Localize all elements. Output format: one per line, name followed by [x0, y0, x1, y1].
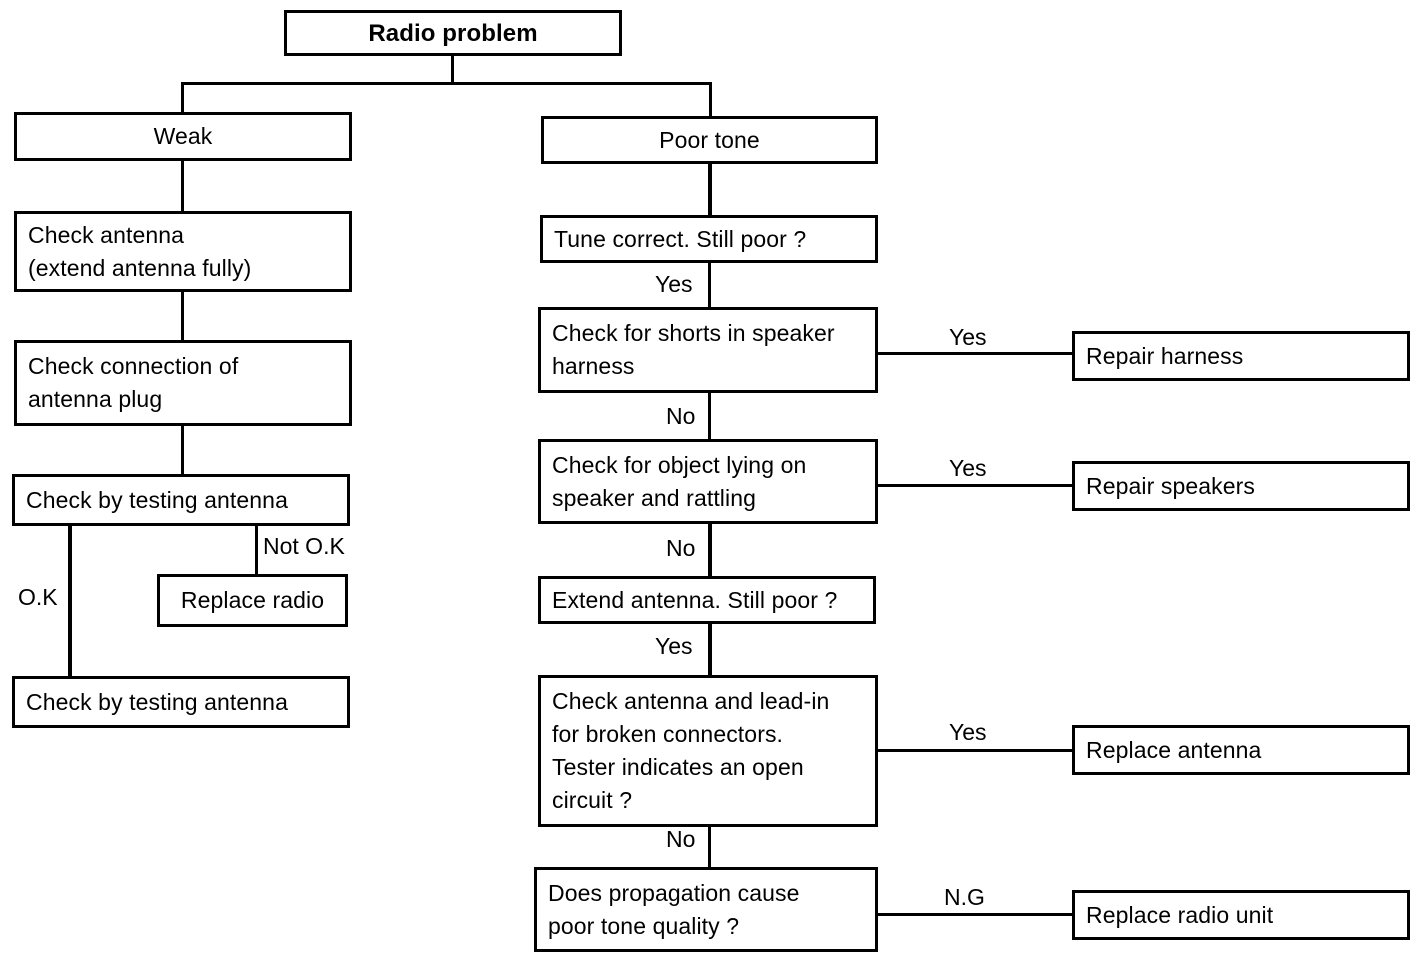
node-check-antenna-line2: (extend antenna fully) [28, 254, 252, 281]
edge-weak-to-check-antenna [181, 161, 184, 212]
node-extend-antenna-label: Extend antenna. Still poor ? [552, 586, 838, 613]
node-check-leadin-line2: for broken connectors. [552, 721, 784, 747]
node-propagation[interactable]: Does propagation cause poor tone quality… [534, 867, 878, 952]
node-replace-antenna-label: Replace antenna [1086, 736, 1262, 763]
node-check-testing-antenna-2-label: Check by testing antenna [26, 688, 288, 715]
edge-label-no-leadin: No [666, 826, 696, 852]
node-replace-antenna[interactable]: Replace antenna [1072, 725, 1410, 775]
node-poor-tone-label: Poor tone [659, 126, 760, 153]
edge-label-no-object: No [666, 535, 696, 561]
node-check-antenna[interactable]: Check antenna (extend antenna fully) [14, 211, 352, 292]
node-check-shorts-line2: harness [552, 353, 635, 379]
node-check-testing-antenna-1-label: Check by testing antenna [26, 486, 288, 513]
node-replace-radio-label: Replace radio [180, 587, 325, 613]
edge-label-yes-extend: Yes [655, 633, 693, 659]
edge-ok-branch [68, 524, 72, 678]
node-propagation-line1: Does propagation cause [548, 879, 800, 906]
edge-label-yes-leadin: Yes [949, 719, 987, 745]
node-tune-correct[interactable]: Tune correct. Still poor ? [540, 215, 878, 263]
edge-check-object-to-repair-speakers [876, 484, 1074, 487]
edge-check-leadin-to-replace-antenna [876, 749, 1074, 752]
edge-label-no-shorts: No [666, 403, 696, 429]
edge-label-ng-propagation: N.G [944, 884, 985, 910]
edge-propagation-to-replace-radio-unit [876, 913, 1074, 916]
node-replace-radio-unit-label: Replace radio unit [1086, 901, 1274, 928]
node-repair-harness-label: Repair harness [1086, 342, 1244, 369]
edge-check-connection-to-testing-1 [181, 426, 184, 476]
edge-root-to-poor-tone [709, 82, 712, 117]
node-replace-radio[interactable]: Replace radio [157, 574, 348, 627]
node-weak[interactable]: Weak [14, 112, 352, 161]
node-check-connection[interactable]: Check connection of antenna plug [14, 340, 352, 426]
edge-label-not-ok: Not O.K [263, 533, 345, 559]
node-weak-label: Weak [153, 123, 213, 149]
node-repair-speakers-label: Repair speakers [1086, 472, 1255, 499]
node-radio-problem-label: Radio problem [368, 19, 538, 47]
node-repair-speakers[interactable]: Repair speakers [1072, 461, 1410, 511]
node-check-object-line2: speaker and rattling [552, 484, 757, 511]
edge-label-yes-tune: Yes [655, 271, 693, 297]
edge-check-leadin-to-propagation [708, 827, 711, 868]
edge-tune-to-check-shorts [708, 263, 711, 309]
node-propagation-line2: poor tone quality ? [548, 912, 740, 939]
edge-check-shorts-to-check-object [708, 393, 711, 440]
edge-label-yes-object: Yes [949, 455, 987, 481]
node-repair-harness[interactable]: Repair harness [1072, 331, 1410, 381]
node-check-testing-antenna-1[interactable]: Check by testing antenna [12, 474, 350, 526]
node-poor-tone[interactable]: Poor tone [541, 116, 878, 164]
edge-root-stem [451, 56, 454, 84]
edge-label-ok: O.K [18, 584, 58, 610]
edge-check-object-to-extend-antenna [708, 524, 712, 577]
node-check-object[interactable]: Check for object lying on speaker and ra… [538, 439, 878, 524]
node-check-object-line1: Check for object lying on [552, 451, 807, 478]
edge-label-yes-shorts: Yes [949, 324, 987, 350]
node-check-connection-line1: Check connection of [28, 353, 239, 379]
edge-check-shorts-to-repair-harness [876, 352, 1074, 355]
node-check-testing-antenna-2[interactable]: Check by testing antenna [12, 676, 350, 728]
node-check-leadin[interactable]: Check antenna and lead-in for broken con… [538, 675, 878, 827]
edge-root-to-weak [181, 82, 184, 113]
node-check-shorts[interactable]: Check for shorts in speaker harness [538, 307, 878, 393]
node-check-connection-line2: antenna plug [28, 386, 163, 412]
node-check-antenna-line1: Check antenna [28, 221, 185, 248]
node-radio-problem[interactable]: Radio problem [284, 10, 622, 56]
node-check-shorts-line1: Check for shorts in speaker [552, 320, 835, 346]
edge-extend-antenna-to-check-leadin [708, 624, 712, 676]
node-check-leadin-line3: Tester indicates an open [552, 754, 804, 780]
node-extend-antenna[interactable]: Extend antenna. Still poor ? [538, 576, 876, 624]
node-check-leadin-line1: Check antenna and lead-in [552, 688, 830, 714]
node-check-leadin-line4: circuit ? [552, 787, 633, 813]
edge-check-antenna-to-check-connection [181, 292, 184, 342]
node-tune-correct-label: Tune correct. Still poor ? [554, 225, 807, 252]
edge-poor-tone-to-tune [708, 164, 712, 216]
edge-not-ok-branch [255, 524, 258, 575]
node-replace-radio-unit[interactable]: Replace radio unit [1072, 890, 1410, 940]
edge-root-split [181, 82, 712, 85]
